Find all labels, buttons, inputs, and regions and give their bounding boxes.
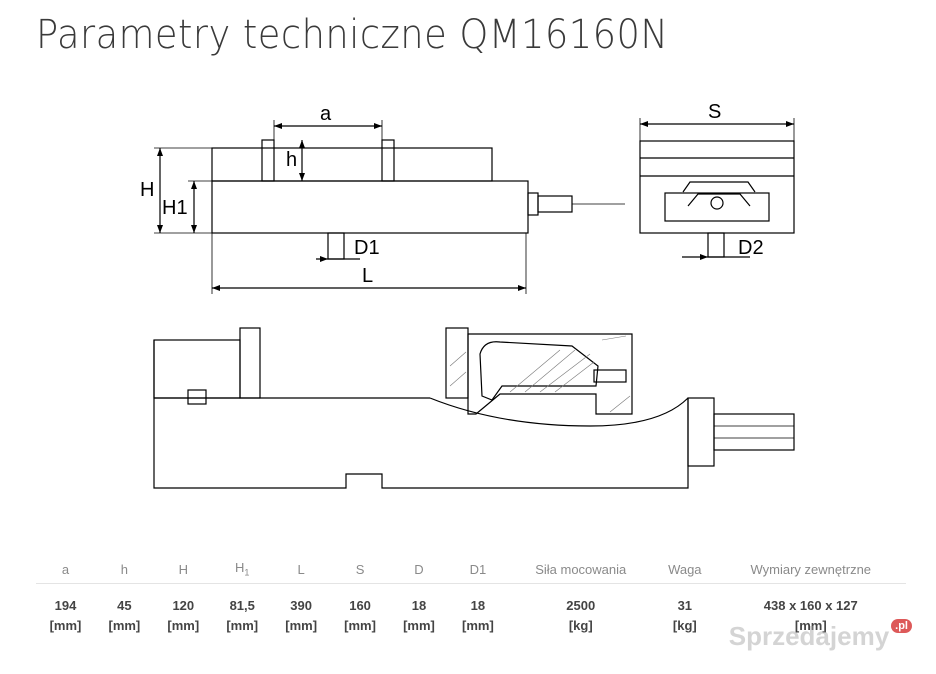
dim-label-L: L xyxy=(362,265,373,287)
technical-drawing: a h H H1 D1 L S D2 xyxy=(120,96,820,514)
header-S: S xyxy=(330,555,390,584)
cell-S: 160 [mm] xyxy=(331,584,390,637)
value: 18 xyxy=(411,598,427,613)
header-H1-sub: 1 xyxy=(244,567,250,578)
unit: [mm] xyxy=(285,618,318,633)
unit: [mm] xyxy=(108,618,141,633)
cell-D: 18 [mm] xyxy=(390,584,449,637)
dim-label-H: H xyxy=(140,179,154,201)
cell-h: 45 [mm] xyxy=(95,584,154,637)
watermark-badge: .pl xyxy=(891,619,912,633)
header-L: L xyxy=(271,555,331,584)
unit: [kg] xyxy=(672,618,697,633)
value: 120 xyxy=(172,598,195,613)
value: 390 xyxy=(290,598,312,613)
dim-label-D2: D2 xyxy=(738,237,764,259)
specs-header-row: a h H H1 L S D D1 Siła mocowania Waga Wy… xyxy=(36,555,906,584)
header-D: D xyxy=(389,555,449,584)
unit: [mm] xyxy=(794,618,827,633)
front-view xyxy=(639,118,795,258)
unit: [mm] xyxy=(226,618,259,633)
cell-H1: 81,5 [mm] xyxy=(213,584,272,637)
specs-table: a h H H1 L S D D1 Siła mocowania Waga Wy… xyxy=(36,555,906,636)
unit: [mm] xyxy=(462,618,494,633)
header-wymiary: Wymiary zewnętrzne xyxy=(715,555,906,584)
dim-label-D1: D1 xyxy=(354,237,380,259)
cell-waga: 31 [kg] xyxy=(654,584,715,637)
value: 2500 xyxy=(566,598,596,613)
header-h: h xyxy=(94,555,154,584)
unit: [mm] xyxy=(49,618,82,633)
watermark-text: Sprzedajemy xyxy=(728,621,890,651)
cell-H: 120 [mm] xyxy=(154,584,213,637)
unit: [mm] xyxy=(167,618,200,633)
section-view xyxy=(153,327,795,489)
value: 31 xyxy=(677,598,693,613)
dim-label-H1: H1 xyxy=(162,197,188,219)
unit: [mm] xyxy=(403,618,435,633)
cell-sila: 2500 [kg] xyxy=(507,584,654,637)
cell-L: 390 [mm] xyxy=(272,584,331,637)
watermark-logo: Sprzedajemy .pl xyxy=(728,619,912,652)
side-view xyxy=(154,120,625,294)
header-H1-base: H xyxy=(235,560,245,576)
value: 194 xyxy=(54,598,77,613)
cell-D1: 18 [mm] xyxy=(448,584,507,637)
page-title: Parametry techniczne QM16160N xyxy=(36,12,669,58)
unit: [mm] xyxy=(344,618,376,633)
header-D1: D1 xyxy=(448,555,508,584)
dim-label-a: a xyxy=(320,103,332,125)
header-waga: Waga xyxy=(654,555,716,584)
header-H1: H1 xyxy=(212,555,272,584)
value: 45 xyxy=(117,598,132,613)
dim-label-S: S xyxy=(708,101,721,123)
value: 18 xyxy=(470,598,486,613)
unit: [kg] xyxy=(568,618,593,633)
cell-a: 194 [mm] xyxy=(36,584,95,637)
dim-label-h: h xyxy=(286,149,297,171)
value: 81,5 xyxy=(229,598,255,613)
value: 438 x 160 x 127 xyxy=(763,598,858,613)
header-sila: Siła mocowania xyxy=(507,555,655,584)
header-H: H xyxy=(153,555,213,584)
header-a: a xyxy=(36,555,95,584)
specs-value-row: 194[mm] 45[mm] 120[mm] 81,5[mm] 390[mm] … xyxy=(36,584,906,637)
value: 160 xyxy=(349,598,371,613)
cell-wymiary: 438 x 160 x 127 [mm] xyxy=(716,584,906,637)
